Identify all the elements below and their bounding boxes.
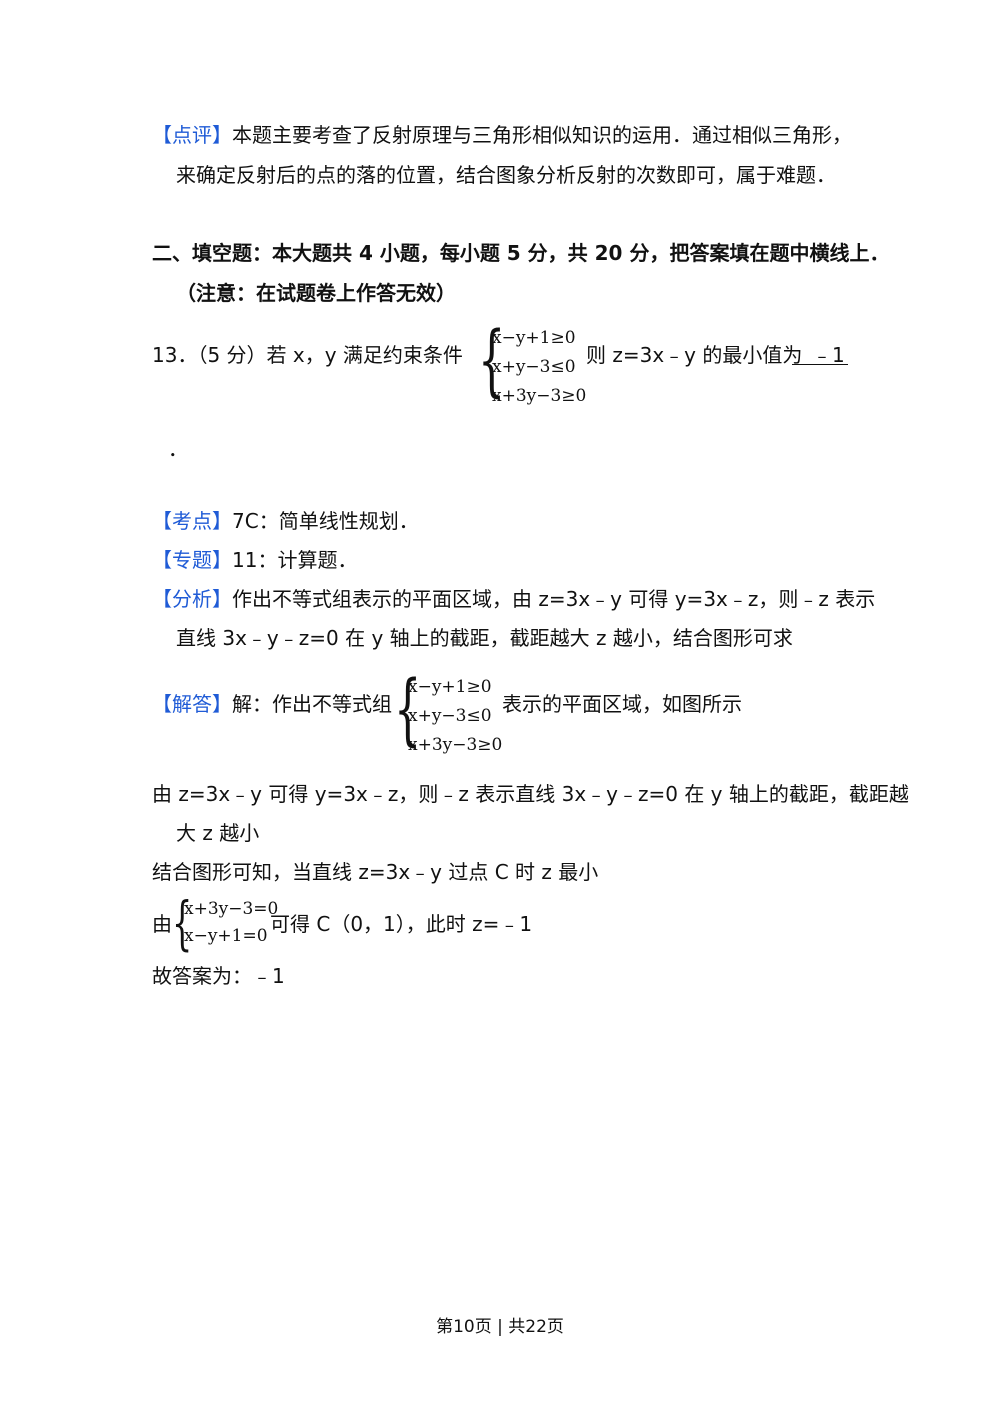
jieda-ineq-2: x+y−3≤0	[408, 706, 492, 726]
jieda-tag: 【解答】	[152, 692, 232, 716]
jieda-ineq-3: x+3y−3≥0	[408, 735, 503, 755]
kaodian-line: 【考点】7C：简单线性规划．	[152, 508, 419, 534]
zhuanti-line: 【专题】11：计算题．	[152, 547, 357, 573]
q13-ineq-3: x+3y−3≥0	[492, 386, 587, 406]
review-line-1: 【点评】本题主要考查了反射原理与三角形相似知识的运用．通过相似三角形，	[152, 122, 852, 148]
fenxi-line-1: 【分析】作出不等式组表示的平面区域，由 z=3x﹣y 可得 y=3x﹣z，则﹣z…	[152, 586, 875, 612]
body-line-4-prefix: 由	[152, 912, 172, 936]
answer-blank-line	[792, 364, 848, 365]
fenxi-tag: 【分析】	[152, 587, 232, 611]
review-text-1: 本题主要考查了反射原理与三角形相似知识的运用．通过相似三角形，	[232, 123, 852, 147]
zhuanti-tag: 【专题】	[152, 548, 232, 572]
q13-period: ．	[168, 437, 188, 461]
final-answer-line: 故答案为：﹣1	[152, 964, 285, 988]
body-eq-1: x+3y−3=0	[184, 899, 279, 919]
section-heading: 二、填空题：本大题共 4 小题，每小题 5 分，共 20 分，把答案填在题中横线…	[152, 241, 890, 265]
jieda-line: 【解答】解：作出不等式组	[152, 691, 392, 717]
jieda-prefix: 解：作出不等式组	[232, 692, 392, 716]
page-footer: 第10页 | 共22页	[436, 1317, 564, 1337]
zhuanti-text: 11：计算题．	[232, 548, 358, 572]
body-brace: {	[172, 889, 193, 957]
section-note: （注意：在试题卷上作答无效）	[176, 281, 456, 305]
q13-system: x−y+1≥0 x+y−3≤0 x+3y−3≥0	[492, 328, 586, 406]
body-system: x+3y−3=0 x−y+1=0	[184, 899, 278, 946]
jieda-brace: {	[394, 665, 422, 755]
kaodian-tag: 【考点】	[152, 509, 232, 533]
body-line-4-suffix: 可得 C（0，1），此时 z=﹣1	[270, 912, 533, 936]
kaodian-text: 7C：简单线性规划．	[232, 509, 419, 533]
q13-ineq-1: x−y+1≥0	[492, 328, 576, 348]
q13-prefix: 13．（5 分）若 x，y 满足约束条件	[152, 343, 463, 367]
jieda-ineq-1: x−y+1≥0	[408, 677, 492, 697]
fenxi-text-1: 作出不等式组表示的平面区域，由 z=3x﹣y 可得 y=3x﹣z，则﹣z 表示	[232, 587, 876, 611]
jieda-system: x−y+1≥0 x+y−3≤0 x+3y−3≥0	[408, 677, 502, 755]
review-line-2: 来确定反射后的点的落的位置，结合图象分析反射的次数即可，属于难题．	[176, 163, 836, 187]
q13-answer: ﹣1	[812, 343, 845, 367]
q13-suffix: 则 z=3x﹣y 的最小值为	[586, 343, 803, 367]
review-tag: 【点评】	[152, 123, 232, 147]
body-line-3: 结合图形可知，当直线 z=3x﹣y 过点 C 时 z 最小	[152, 860, 599, 884]
body-line-2: 大 z 越小	[176, 821, 260, 845]
q13-ineq-2: x+y−3≤0	[492, 357, 576, 377]
body-line-1: 由 z=3x﹣y 可得 y=3x﹣z，则﹣z 表示直线 3x﹣y﹣z=0 在 y…	[152, 782, 909, 806]
jieda-suffix: 表示的平面区域，如图所示	[502, 692, 742, 716]
fenxi-line-2: 直线 3x﹣y﹣z=0 在 y 轴上的截距，截距越大 z 越小，结合图形可求	[176, 626, 793, 650]
body-eq-2: x−y+1=0	[184, 926, 268, 946]
q13-brace: {	[478, 316, 506, 406]
